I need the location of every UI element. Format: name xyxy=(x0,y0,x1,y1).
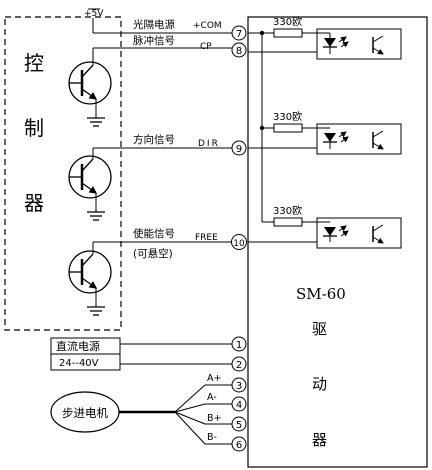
motor-wire-bundle xyxy=(119,384,232,445)
svg-text:7: 7 xyxy=(236,29,242,40)
svg-text:9: 9 xyxy=(236,144,242,155)
driver-title-char-3: 器 xyxy=(312,431,327,449)
terminal-10: 10 xyxy=(231,234,247,250)
resistor-3-label: 330欧 xyxy=(273,205,302,217)
phase-a-plus-label: A+ xyxy=(207,373,221,384)
controller-title-char-3: 器 xyxy=(24,191,44,215)
stepper-motor-label: 步进电机 xyxy=(62,406,108,420)
terminal-3: 3 xyxy=(231,377,247,393)
phase-b-minus-label: B- xyxy=(207,432,217,443)
terminal-1: 1 xyxy=(231,336,247,352)
opto-channel-2 xyxy=(248,123,402,155)
svg-text:2: 2 xyxy=(236,360,242,371)
resistor-2 xyxy=(273,123,303,133)
transistor-3-icon xyxy=(68,242,112,316)
driver-title-char-1: 驱 xyxy=(312,320,327,338)
svg-text:1: 1 xyxy=(236,340,242,351)
phase-a-minus-label: A- xyxy=(207,392,217,403)
resistor-1-label: 330欧 xyxy=(273,16,302,28)
resistor-3 xyxy=(273,217,303,227)
resistor-2-label: 330欧 xyxy=(273,111,302,123)
transistor-1-icon xyxy=(68,48,112,127)
driver-title-char-2: 动 xyxy=(312,375,327,393)
signal-pulse-name: 脉冲信号 xyxy=(133,34,175,47)
terminal-7: 7 xyxy=(231,25,247,41)
signal-direction-code: DIR xyxy=(198,139,220,149)
svg-text:5: 5 xyxy=(236,420,242,431)
svg-text:6: 6 xyxy=(236,440,242,451)
opto-channel-1 xyxy=(248,28,402,60)
transistor-2-icon xyxy=(68,148,112,221)
svg-text:3: 3 xyxy=(236,381,242,392)
controller-title-char-1: 控 xyxy=(24,51,44,75)
supply-label: +5V xyxy=(84,9,104,19)
power-supply-label: 直流电源 xyxy=(56,339,100,353)
terminal-4: 4 xyxy=(231,396,247,412)
signal-enable-note: (可悬空) xyxy=(133,247,173,260)
signal-opto-power-code: +COM xyxy=(193,21,222,31)
signal-direction-name: 方向信号 xyxy=(133,133,175,146)
terminal-5: 5 xyxy=(231,416,247,432)
signal-enable-name: 使能信号 xyxy=(133,227,175,240)
phase-b-plus-label: B+ xyxy=(207,413,221,424)
signal-opto-power-name: 光隔电源 xyxy=(133,18,175,31)
opto-channel-3 xyxy=(248,217,402,249)
svg-text:8: 8 xyxy=(236,46,242,57)
resistor-1 xyxy=(273,28,303,38)
power-supply-voltage: 24--40V xyxy=(59,358,99,369)
svg-text:10: 10 xyxy=(233,239,245,249)
terminal-9: 9 xyxy=(231,140,247,156)
signal-pulse-code: CP xyxy=(200,42,212,52)
controller-box xyxy=(4,16,122,331)
signal-enable-code: FREE xyxy=(195,233,218,243)
svg-text:4: 4 xyxy=(236,400,242,411)
controller-title-char-2: 制 xyxy=(24,116,44,140)
terminal-8: 8 xyxy=(231,42,247,58)
driver-model: SM-60 xyxy=(296,285,346,303)
terminal-6: 6 xyxy=(231,436,247,452)
terminal-2: 2 xyxy=(231,356,247,372)
